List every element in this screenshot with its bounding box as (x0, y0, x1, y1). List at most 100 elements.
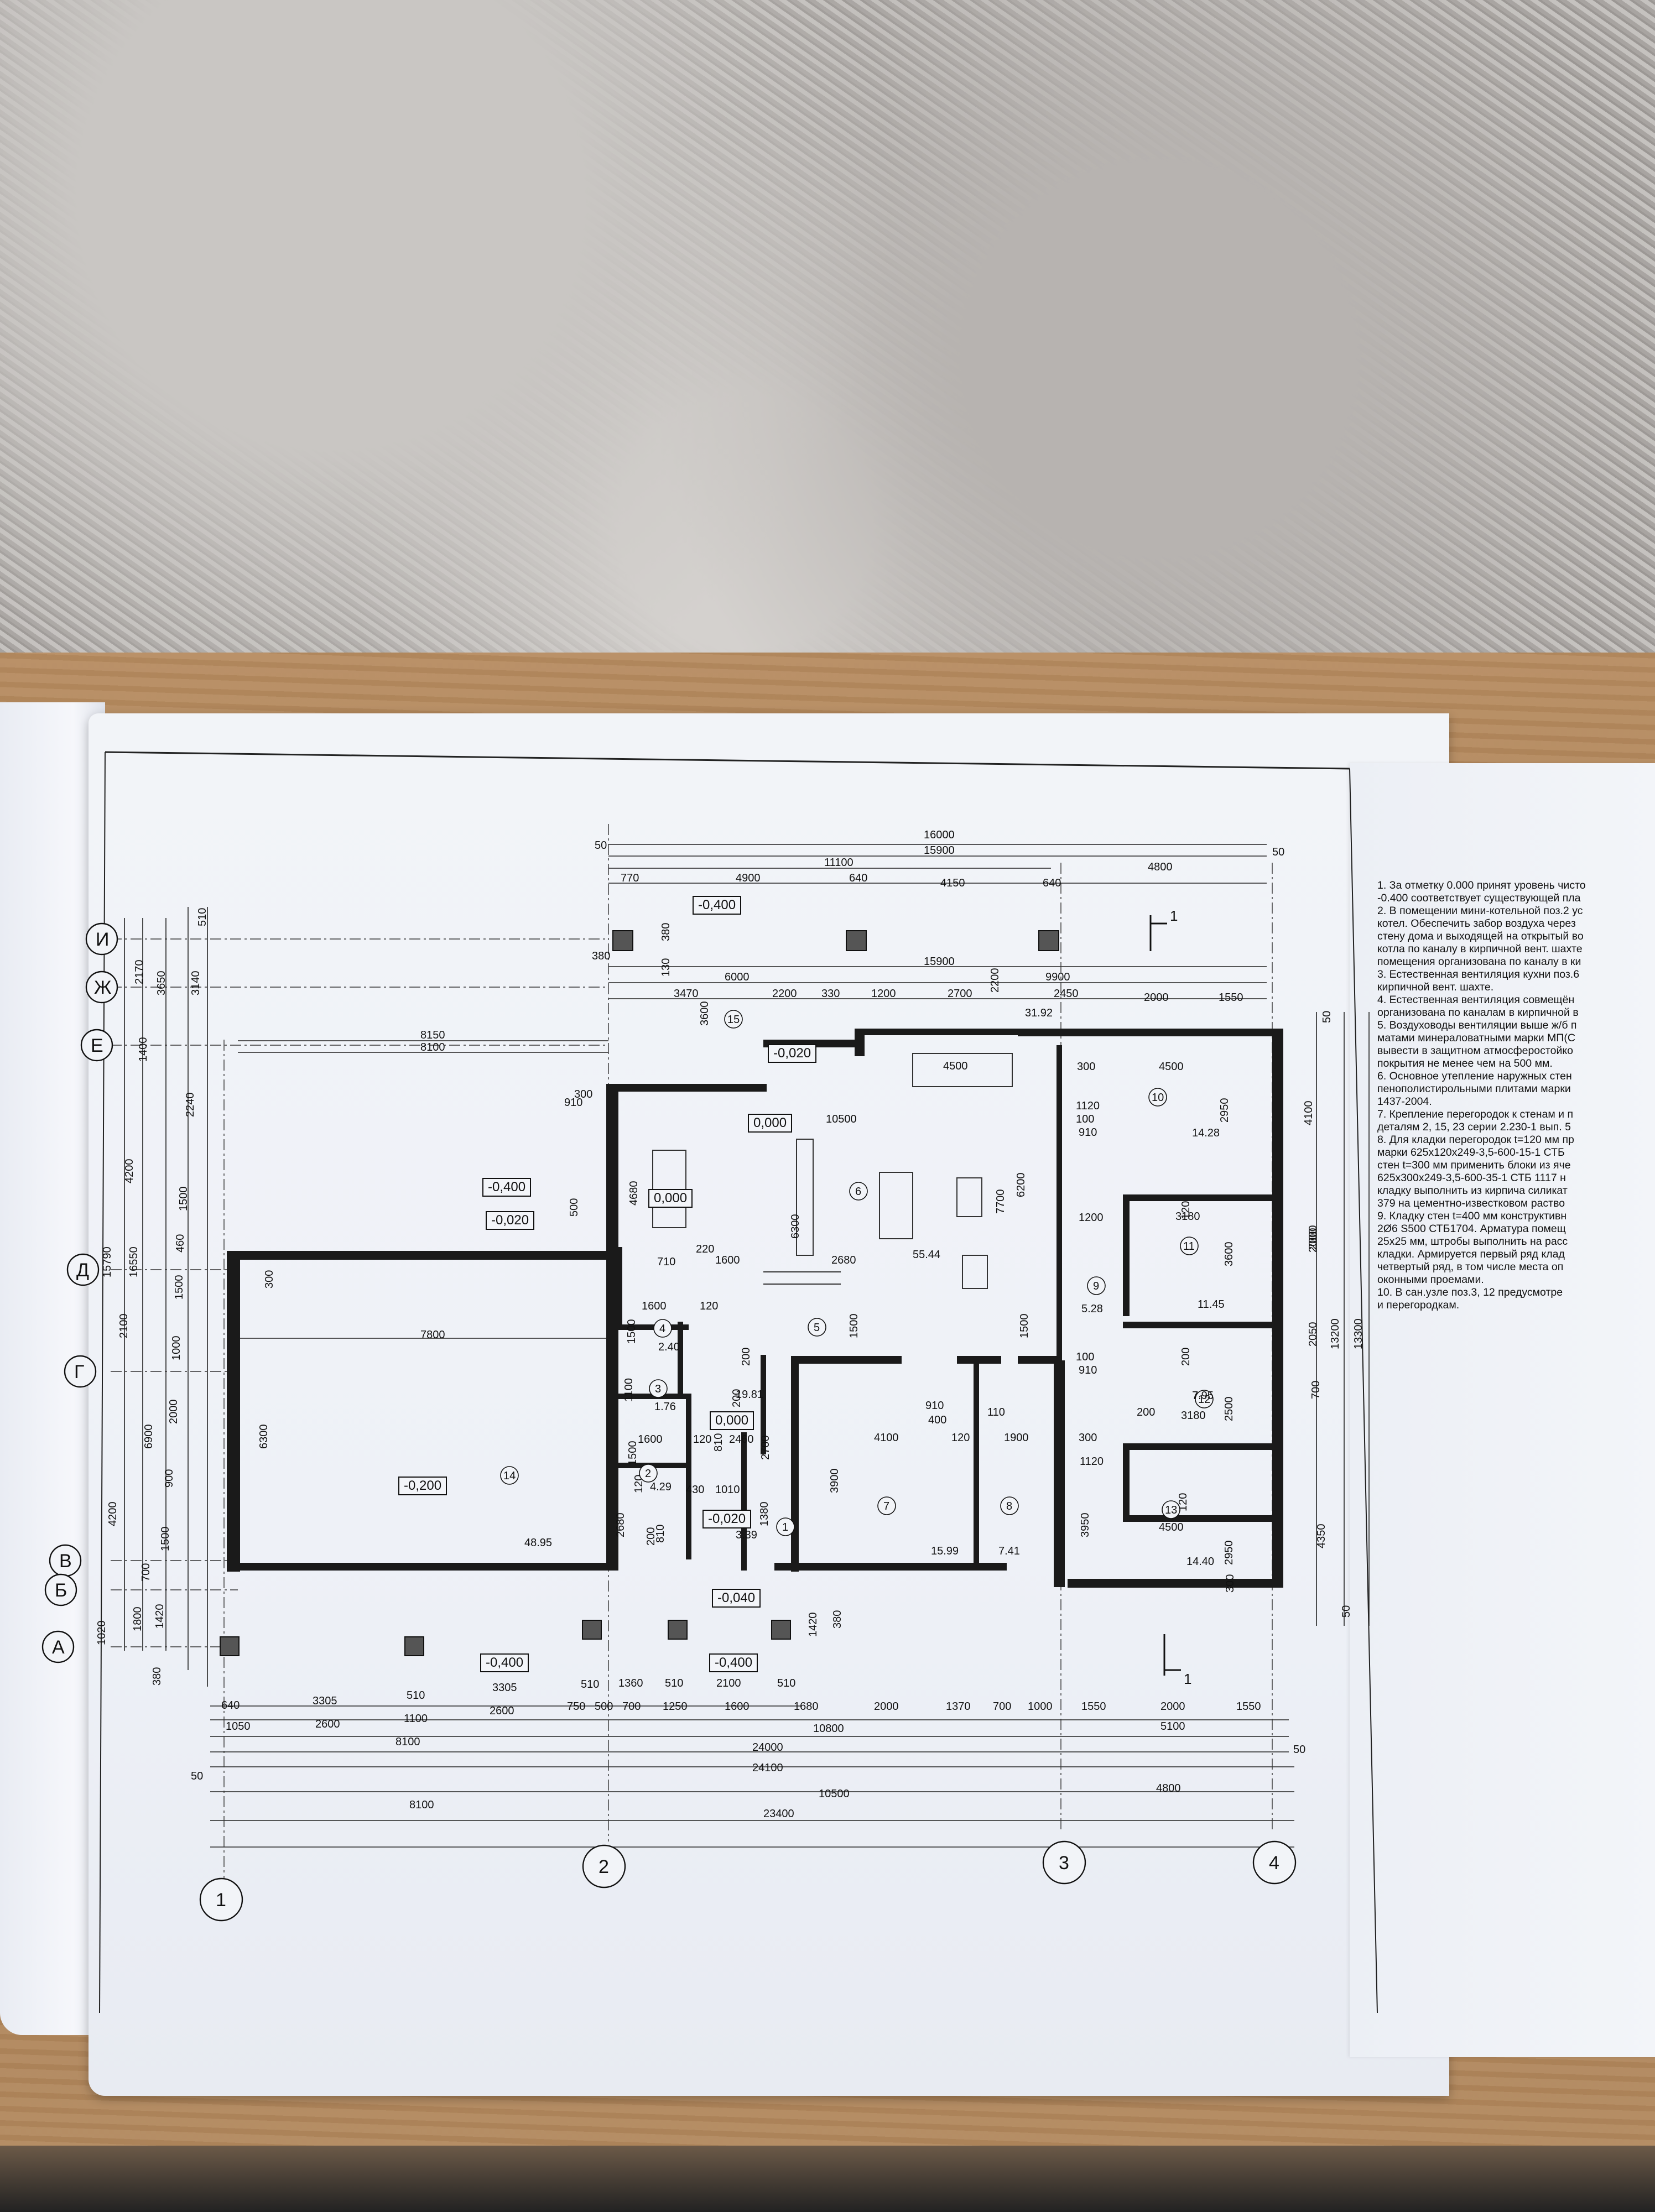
dim-left-4200a: 4200 (123, 1159, 136, 1184)
room-number: 3 (655, 1383, 661, 1395)
dim-right-13200: 13200 (1329, 1318, 1341, 1349)
dim-left-510: 510 (196, 908, 209, 926)
room-bubbles (500, 1010, 1214, 1536)
room-number: 15 (727, 1014, 740, 1026)
dim-left-460: 460 (174, 1234, 186, 1253)
dim-right-2000: 2000 (1307, 1228, 1319, 1253)
dim-interior: 500 (568, 1198, 580, 1217)
dim-interior: 1500 (626, 1319, 638, 1344)
dim-left-2240: 2240 (184, 1093, 196, 1118)
dim-interior: 1380 (758, 1502, 771, 1527)
dim-top-770: 770 (621, 872, 639, 884)
note-line: 4. Естественная вентиляция совмещён (1377, 994, 1575, 1006)
note-line: пенополистирольными плитами марки (1377, 1083, 1571, 1095)
dim-interior: 810 (654, 1525, 667, 1543)
dim-bottom-510d: 510 (777, 1677, 795, 1689)
dim-top-16000: 16000 (924, 829, 955, 841)
room-number: 11 (1183, 1240, 1195, 1253)
elevation-mark: -0,400 (480, 1653, 529, 1672)
dim-interior: 3180 (1181, 1410, 1206, 1422)
dim-bottom-3305a: 3305 (313, 1695, 337, 1707)
axis-label-e: Е (91, 1035, 103, 1056)
axis-label-1: 1 (216, 1890, 226, 1911)
dim-interior: 2950 (1219, 1098, 1231, 1123)
dim-interior: 710 (657, 1256, 675, 1268)
dim-interior: 910 (1079, 1126, 1097, 1139)
room-number: 8 (1006, 1500, 1012, 1512)
dim-bottom-5100: 5100 (1160, 1720, 1185, 1733)
note-line: 3. Естественная вентиляция кухни поз.6 (1377, 968, 1580, 980)
note-line: деталям 2, 15, 23 серии 2.230-1 вып. 5 (1377, 1121, 1571, 1133)
dim-interior: 4500 (1159, 1521, 1184, 1533)
dim-bottom-4800: 4800 (1156, 1782, 1181, 1794)
dim-interior: 910 (564, 1097, 582, 1109)
axis-label-i: И (96, 929, 109, 950)
dim-bottom-500: 500 (595, 1700, 613, 1713)
dim-top-2700: 2700 (948, 988, 972, 1000)
dim-interior: 200 (731, 1389, 743, 1407)
axis-bubbles-numbers (199, 1840, 1297, 1922)
dim-bottom-700b: 700 (993, 1700, 1011, 1713)
dim-interior: 6300 (789, 1214, 802, 1239)
note-line: 5. Воздуховоды вентиляции выше ж/б п (1377, 1019, 1577, 1031)
dim-left-1000: 1000 (170, 1336, 183, 1361)
dim-left-1400: 1400 (137, 1037, 149, 1062)
note-line: четвертый ряд, в том числе места оп (1377, 1261, 1564, 1273)
elevation-mark: 0,000 (648, 1189, 693, 1208)
room-area: 55.44 (913, 1249, 940, 1261)
dim-interior: 110 (987, 1406, 1005, 1418)
room-area: 1.76 (654, 1401, 676, 1413)
dim-interior: 100 (1076, 1351, 1094, 1363)
room-area: 2.40 (658, 1341, 680, 1353)
dim-left-2100: 2100 (118, 1314, 130, 1339)
dim-left-1500b: 1500 (173, 1275, 185, 1300)
left-dimensions: 15790 16550 2170 4200 2100 4200 1020 365… (96, 908, 209, 1686)
dim-bottom-700a: 700 (622, 1700, 641, 1713)
dim-top-2000: 2000 (1144, 992, 1169, 1004)
dim-interior: 2460 (729, 1433, 754, 1446)
sheet-frame (99, 751, 1378, 2013)
dim-left-3140: 3140 (190, 971, 202, 996)
dim-bottom-510a: 510 (407, 1689, 425, 1702)
dim-bottom-1680: 1680 (794, 1700, 819, 1713)
dim-interior: 4500 (943, 1060, 968, 1072)
note-line: котла по каналу в кирпичной вент. шахте (1377, 943, 1583, 955)
dim-interior: 7700 (995, 1190, 1007, 1214)
elevation-mark: 0,000 (748, 1114, 793, 1133)
dim-bottom-1600: 1600 (725, 1700, 750, 1713)
dim-left-2170: 2170 (133, 960, 145, 985)
right-dimensions: 4100 2000 2050 700 4350 13200 13300 50 5… (1303, 1011, 1365, 1618)
room-numbers: 1 2 3 4 5 6 7 8 9 10 11 12 13 14 15 (503, 1014, 1210, 1533)
room-area: 15.99 (931, 1545, 959, 1557)
dim-left-16550: 16550 (128, 1246, 140, 1277)
dim-top-3470: 3470 (674, 988, 699, 1000)
room-areas: 55.44 14.28 11.45 7.95 14.40 48.95 19.81… (524, 1007, 1225, 1568)
room-number: 2 (645, 1468, 651, 1480)
dim-interior: 2950 (1223, 1541, 1235, 1566)
elevation-mark: -0,400 (482, 1178, 532, 1197)
dim-interior: 6200 (1015, 1173, 1027, 1198)
dim-right-700: 700 (1310, 1381, 1322, 1399)
note-line: 379 на цементно-известковом раство (1377, 1197, 1565, 1209)
dim-top-640a: 640 (849, 872, 867, 884)
axis-label-v: В (59, 1551, 72, 1572)
note-line: 10. В сан.узле поз.3, 12 предусмотре (1377, 1286, 1563, 1298)
dim-left-15790: 15790 (101, 1246, 113, 1277)
note-line: 1. За отметку 0.000 принят уровень чисто (1377, 879, 1586, 891)
dim-interior: 1500 (848, 1314, 860, 1339)
dim-interior: 4500 (1159, 1061, 1184, 1073)
floor-shadow (0, 2146, 1655, 2212)
dim-interior: 1500 (1018, 1314, 1031, 1339)
dim-bottom-640: 640 (221, 1699, 240, 1712)
dim-interior: 120 (1177, 1493, 1189, 1511)
dim-bottom-1100: 1100 (404, 1713, 428, 1725)
dim-top-11100: 11100 (824, 857, 853, 869)
dim-interior: 1420 (807, 1613, 819, 1637)
dim-interior: 4680 (628, 1181, 640, 1206)
note-line: 2Ø6 S500 СТБ1704. Арматура помещ (1377, 1223, 1566, 1235)
elevation-mark: -0,400 (709, 1653, 758, 1672)
dim-interior: 200 (1180, 1348, 1192, 1366)
dim-interior: 2680 (831, 1254, 856, 1266)
building-walls (227, 1029, 1283, 1588)
